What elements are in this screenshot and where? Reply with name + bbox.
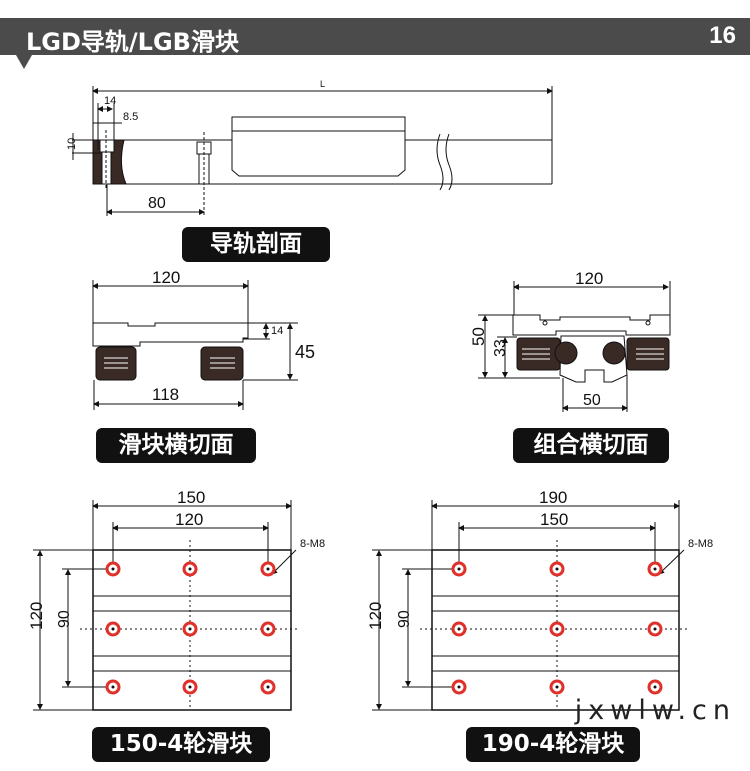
mounting-holes xyxy=(105,561,663,695)
hole-center xyxy=(111,685,115,689)
hole-center xyxy=(266,567,270,571)
dim-190-height: 120 xyxy=(366,602,385,630)
watermark: jxwlw.cn xyxy=(574,695,736,726)
label-block-150: 150-4轮滑块 xyxy=(92,727,270,762)
label-block-190: 190-4轮滑块 xyxy=(466,727,640,762)
dim-190-inner: 150 xyxy=(540,510,568,529)
hole-center xyxy=(653,685,657,689)
rail-drawing xyxy=(72,86,553,216)
dim-80: 80 xyxy=(148,195,166,212)
dim-slider-14: 14 xyxy=(271,325,283,337)
dim-8-5: 8.5 xyxy=(123,111,138,123)
dim-150-outer: 150 xyxy=(177,488,205,507)
dim-combo-height: 50 xyxy=(469,327,488,346)
dim-length: L xyxy=(320,79,325,89)
hole-center xyxy=(188,685,192,689)
page-title: LGD导轨/LGB滑块 xyxy=(26,28,239,56)
hole-center xyxy=(457,685,461,689)
hole-center xyxy=(653,567,657,571)
dim-10: 10 xyxy=(66,138,78,150)
hole-center xyxy=(653,627,657,631)
page-number: 16 xyxy=(709,22,736,49)
dim-slider-width: 120 xyxy=(152,268,180,287)
hole-center xyxy=(188,627,192,631)
dim-150-height: 120 xyxy=(27,602,46,630)
hole-center xyxy=(111,567,115,571)
hole-center xyxy=(111,627,115,631)
dim-190-inner-height: 90 xyxy=(396,610,413,628)
dim-combo-33: 33 xyxy=(492,339,509,357)
hole-center xyxy=(555,685,559,689)
slider-section-drawing xyxy=(92,280,298,410)
block-150-drawing xyxy=(33,500,300,711)
block-190-drawing xyxy=(372,500,690,711)
label-rail-section: 导轨剖面 xyxy=(182,227,330,262)
dim-150-inner: 120 xyxy=(175,510,203,529)
dim-slider-height: 45 xyxy=(295,342,315,362)
dim-190-holes: 8-M8 xyxy=(688,538,713,550)
dim-190-outer: 190 xyxy=(539,488,567,507)
dim-combo-width: 120 xyxy=(575,269,603,288)
header-bar: LGD导轨/LGB滑块 16 xyxy=(0,18,750,56)
hole-center xyxy=(266,627,270,631)
dim-14: 14 xyxy=(104,95,116,107)
hole-center xyxy=(555,567,559,571)
header-pointer xyxy=(16,55,32,69)
combo-section-drawing xyxy=(478,281,671,412)
hole-center xyxy=(266,685,270,689)
dim-150-inner-height: 90 xyxy=(56,610,73,628)
dim-slider-bottom: 118 xyxy=(152,385,179,404)
hole-center xyxy=(457,567,461,571)
dim-150-holes: 8-M8 xyxy=(300,538,325,550)
hole-center xyxy=(188,567,192,571)
hole-center xyxy=(555,627,559,631)
dim-combo-50: 50 xyxy=(583,392,601,409)
hole-center xyxy=(457,627,461,631)
label-combo-section: 组合横切面 xyxy=(513,428,669,463)
label-slider-section: 滑块横切面 xyxy=(96,428,256,463)
